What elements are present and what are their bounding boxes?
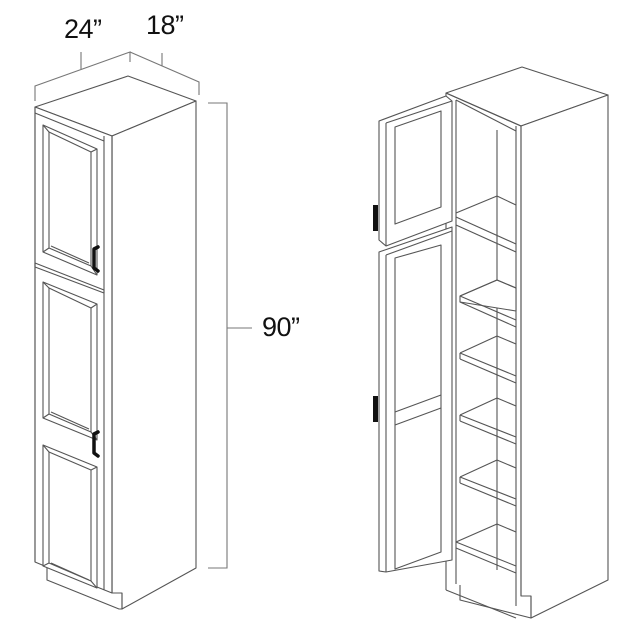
shelf-3 [459,397,517,445]
upper-door [42,124,100,276]
lower-open-door [373,226,453,573]
middle-door-handle [92,430,100,458]
cabinet-bottom [455,523,517,574]
dimension-depth-label: 18” [146,10,184,40]
shelf-1 [459,279,517,328]
upper-open-door-handle [373,205,378,231]
dimension-width-label: 24” [64,14,102,44]
lower-door [42,444,98,589]
dimension-lines [34,51,252,569]
shelf-2 [459,335,517,384]
upper-door-handle [92,245,100,273]
fixed-shelf [455,216,517,253]
open-cabinet [373,66,609,619]
lower-open-door-handle [373,396,378,422]
dimension-height-label: 90” [262,312,300,342]
middle-door [42,281,100,458]
closed-cabinet [34,75,197,610]
upper-open-door [373,95,453,247]
shelf-4 [459,459,517,507]
